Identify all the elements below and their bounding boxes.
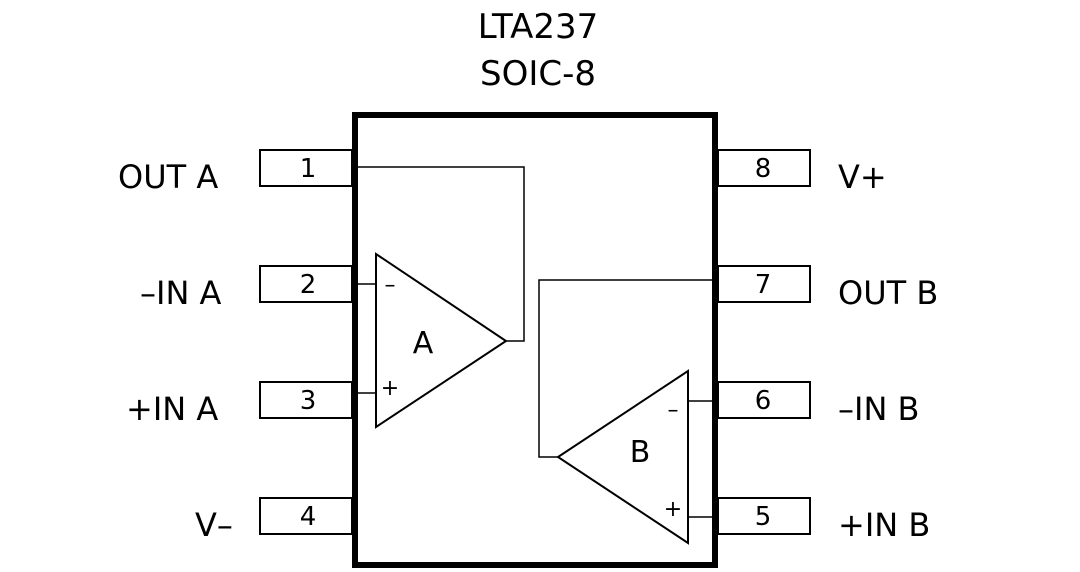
pin-4-number: 4	[300, 502, 317, 532]
pin-7: 7 OUT B	[717, 265, 938, 312]
pin-5-lead	[717, 497, 811, 535]
pin-6: 6 –IN B	[717, 381, 920, 428]
op-amp-a-plus: +	[381, 376, 399, 401]
op-amp-a-minus: –	[385, 273, 396, 298]
op-amp-a-triangle	[375, 252, 508, 429]
part-number: LTA237	[478, 7, 599, 47]
wire-out-a	[352, 166, 525, 342]
pin-1-name: OUT A	[118, 158, 218, 196]
pin-1: 1 OUT A	[118, 149, 353, 196]
op-amp-b: B – +	[556, 369, 689, 545]
pin-4: 4 V–	[195, 497, 353, 544]
pin-7-lead	[717, 265, 811, 303]
pin-4-name: V–	[195, 506, 233, 544]
pin-7-number: 7	[755, 270, 772, 300]
pin-7-name: OUT B	[838, 274, 938, 312]
pin-4-lead	[259, 497, 353, 535]
op-amp-b-minus: –	[668, 398, 679, 423]
pin-8-name: V+	[838, 158, 887, 196]
pin-5-name: +IN B	[838, 506, 930, 544]
pin-3-number: 3	[300, 386, 317, 416]
pin-5-number: 5	[755, 502, 772, 532]
op-amp-a-label: A	[413, 326, 434, 361]
pin-6-lead	[717, 381, 811, 419]
pin-1-lead	[259, 149, 353, 187]
pin-1-number: 1	[300, 154, 317, 184]
op-amp-b-triangle	[556, 369, 689, 545]
pin-6-number: 6	[755, 386, 772, 416]
op-amp-b-plus: +	[664, 497, 682, 522]
pin-3-lead	[259, 381, 353, 419]
package-body	[352, 112, 718, 568]
pin-8-lead	[717, 149, 811, 187]
pin-8-number: 8	[755, 154, 772, 184]
pin-2-number: 2	[300, 270, 317, 300]
pin-2: 2 –IN A	[140, 265, 353, 312]
pin-8: 8 V+	[717, 149, 887, 196]
pin-3-name: +IN A	[126, 390, 218, 428]
package-name: SOIC-8	[480, 54, 596, 94]
pin-5: 5 +IN B	[717, 497, 930, 544]
pin-2-name: –IN A	[140, 274, 222, 312]
op-amp-a: A – +	[375, 252, 508, 429]
wire-out-b	[538, 279, 718, 458]
op-amp-b-label: B	[630, 435, 651, 470]
pin-6-name: –IN B	[838, 390, 920, 428]
pin-3: 3 +IN A	[126, 381, 353, 428]
